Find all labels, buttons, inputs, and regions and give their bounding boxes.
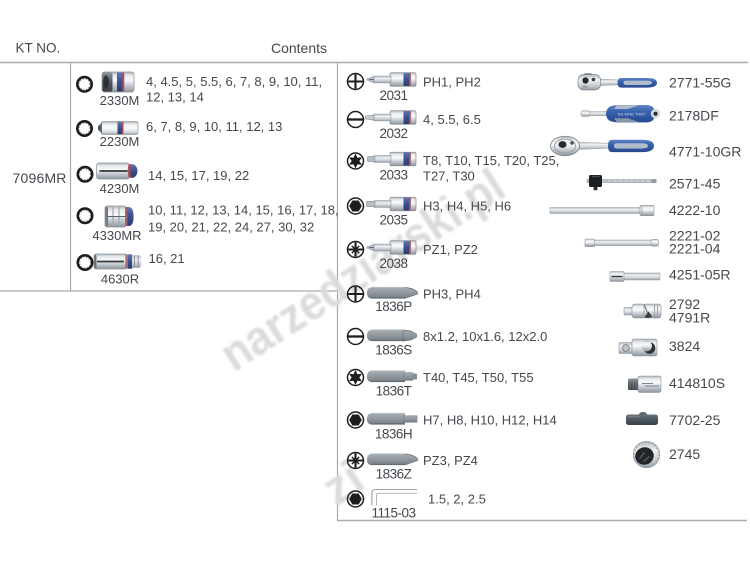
- svg-text:4791R: 4791R: [669, 310, 710, 326]
- svg-text:4630R: 4630R: [101, 272, 139, 287]
- svg-text:4251-05R: 4251-05R: [669, 267, 731, 283]
- svg-text:1.5, 2, 2.5: 1.5, 2, 2.5: [428, 492, 486, 507]
- svg-text:1836H: 1836H: [375, 427, 412, 442]
- svg-text:2230M: 2230M: [100, 134, 140, 149]
- svg-text:4222-10: 4222-10: [669, 202, 721, 218]
- svg-text:4771-10GR: 4771-10GR: [669, 144, 741, 160]
- svg-text:7096MR: 7096MR: [13, 170, 67, 186]
- svg-text:8x1.2, 10x1.6, 12x2.0: 8x1.2, 10x1.6, 12x2.0: [423, 329, 547, 344]
- svg-text:2771-55G: 2771-55G: [669, 75, 731, 91]
- svg-text:2035: 2035: [379, 213, 407, 228]
- svg-text:PZ1, PZ2: PZ1, PZ2: [423, 242, 478, 257]
- svg-text:2178DF: 2178DF: [669, 108, 719, 124]
- svg-text:H3, H4, H5, H6: H3, H4, H5, H6: [423, 199, 511, 214]
- svg-text:1836T: 1836T: [376, 384, 412, 399]
- svg-text:4330MR: 4330MR: [92, 228, 141, 243]
- svg-text:Contents: Contents: [271, 40, 327, 56]
- svg-text:1115-03: 1115-03: [371, 506, 415, 521]
- svg-text:4, 4.5, 5, 5.5, 6, 7, 8, 9, 10: 4, 4.5, 5, 5.5, 6, 7, 8, 9, 10, 11,: [146, 74, 322, 89]
- svg-text:414810S: 414810S: [669, 375, 725, 391]
- svg-text:14, 15, 17, 19, 22: 14, 15, 17, 19, 22: [148, 168, 249, 183]
- svg-text:3824: 3824: [669, 338, 700, 354]
- svg-text:2330M: 2330M: [100, 93, 140, 108]
- svg-text:PZ3, PZ4: PZ3, PZ4: [423, 453, 478, 468]
- svg-text:H7, H8, H10, H12, H14: H7, H8, H10, H12, H14: [423, 413, 557, 428]
- svg-text:T27, T30: T27, T30: [423, 169, 475, 184]
- svg-text:6, 7, 8, 9, 10, 11, 12, 13: 6, 7, 8, 9, 10, 11, 12, 13: [146, 119, 282, 134]
- svg-text:12, 13, 14: 12, 13, 14: [146, 90, 204, 105]
- svg-text:2032: 2032: [379, 126, 407, 141]
- svg-text:7702-25: 7702-25: [669, 412, 721, 428]
- svg-text:16, 21: 16, 21: [149, 251, 185, 266]
- svg-text:2033: 2033: [379, 168, 407, 183]
- svg-text:2038: 2038: [379, 256, 407, 271]
- svg-text:PH3, PH4: PH3, PH4: [423, 287, 481, 302]
- svg-text:T8, T10, T15, T20, T25,: T8, T10, T15, T20, T25,: [423, 153, 559, 168]
- svg-text:1836S: 1836S: [375, 343, 412, 358]
- svg-text:1836P: 1836P: [375, 299, 412, 314]
- svg-text:2745: 2745: [669, 446, 700, 462]
- svg-text:T40, T45, T50, T55: T40, T45, T50, T55: [423, 370, 534, 385]
- svg-text:PH1, PH2: PH1, PH2: [423, 74, 481, 89]
- svg-text:KT NO.: KT NO.: [16, 40, 61, 55]
- svg-text:2571-45: 2571-45: [669, 176, 721, 192]
- svg-text:10, 11, 12, 13, 14, 15, 16, 17: 10, 11, 12, 13, 14, 15, 16, 17, 18,: [148, 203, 339, 218]
- svg-text:2221-04: 2221-04: [669, 241, 721, 257]
- svg-text:1836Z: 1836Z: [376, 467, 412, 482]
- svg-text:4, 5.5, 6.5: 4, 5.5, 6.5: [423, 112, 481, 127]
- svg-text:4230M: 4230M: [100, 181, 140, 196]
- svg-text:19, 20, 21, 22, 24, 27, 30, 32: 19, 20, 21, 22, 24, 27, 30, 32: [148, 220, 314, 235]
- svg-text:KG KING TONY: KG KING TONY: [618, 113, 646, 117]
- svg-text:2031: 2031: [379, 88, 407, 103]
- svg-text:2792: 2792: [669, 296, 700, 312]
- svg-text:2221-02: 2221-02: [669, 228, 721, 244]
